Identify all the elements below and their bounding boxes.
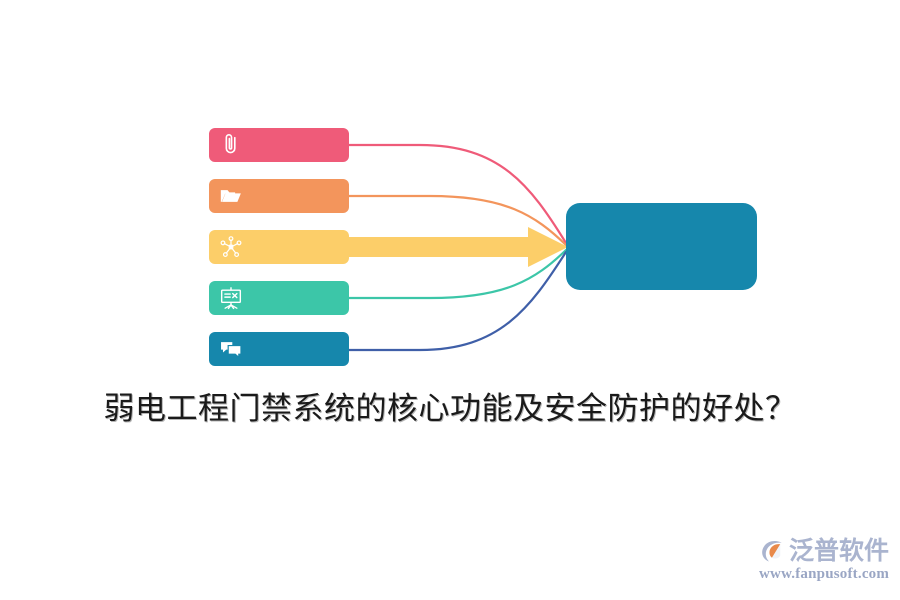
connector-line-2 [343,194,568,247]
node-bar-presentation[interactable] [209,281,349,315]
connector-line-1 [343,143,568,245]
connector-line-5 [343,250,568,352]
brand-watermark: 泛普软件 www.fanpusoft.com [757,534,893,588]
node-bar-network[interactable] [209,230,349,264]
chat-bubbles-icon [218,336,244,362]
brand-url: www.fanpusoft.com [759,566,890,582]
page-title: 弱电工程门禁系统的核心功能及安全防护的好处？ [103,391,797,426]
target-node-label [566,203,757,290]
presentation-board-icon [218,285,244,311]
node-bar-paperclip[interactable] [209,128,349,162]
brand-name: 泛普软件 [789,536,890,565]
folder-icon [218,183,244,209]
target-node-box[interactable] [566,203,757,290]
logo-row: 泛普软件 [757,534,893,568]
paperclip-icon [218,132,244,158]
connector-arrow-3 [345,227,568,267]
network-hub-icon [218,234,244,260]
fanpu-logo-icon [757,536,787,566]
connector-line-4 [343,248,568,300]
node-bar-chat[interactable] [209,332,349,366]
node-bar-folder[interactable] [209,179,349,213]
